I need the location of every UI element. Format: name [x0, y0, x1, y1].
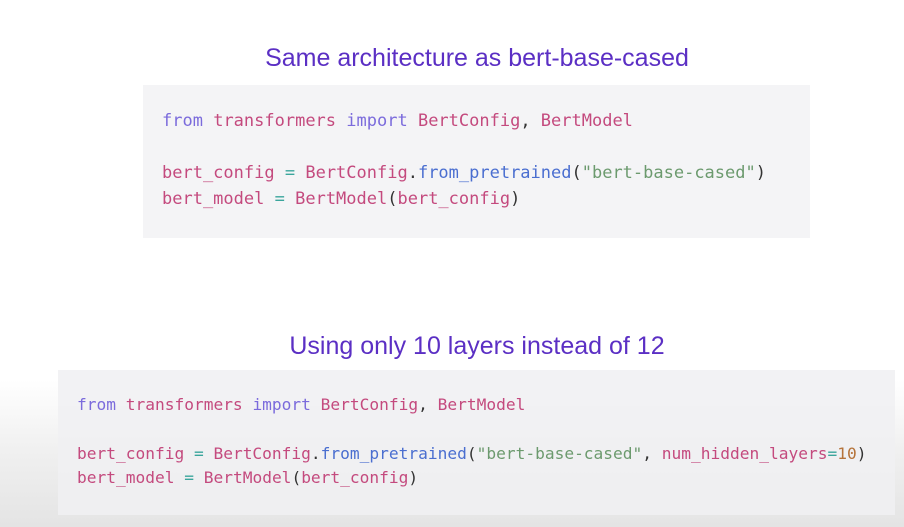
- code-token: bert_config: [77, 444, 185, 463]
- code-token: BertConfig: [417, 111, 521, 131]
- code-token: BertModel: [203, 468, 292, 487]
- code-token: [264, 189, 274, 209]
- code-token: from: [77, 395, 116, 414]
- code-token: (: [387, 189, 398, 209]
- section-title: Using only 10 layers instead of 12: [289, 332, 665, 360]
- code-token: "bert-base-cased": [476, 444, 643, 463]
- code-token: [204, 444, 214, 463]
- code-token: BertModel: [295, 189, 388, 209]
- code-token: =: [827, 444, 838, 463]
- code-token: =: [284, 163, 296, 183]
- code-token: [408, 111, 418, 131]
- code-token: (: [466, 444, 477, 463]
- code-line: from transformers import BertConfig, Ber…: [77, 395, 525, 414]
- code-token: ): [856, 444, 867, 463]
- code-token: transformers: [213, 111, 337, 131]
- code-token: [311, 395, 321, 414]
- code-token: bert_config: [301, 468, 409, 487]
- code-block: from transformers import BertConfig, Ber…: [58, 370, 895, 515]
- code-token: (: [571, 163, 582, 183]
- code-token: .: [310, 444, 321, 463]
- code-token: [194, 468, 204, 487]
- code-token: [295, 163, 305, 183]
- code-token: =: [184, 468, 194, 487]
- code-token: 10: [837, 444, 857, 463]
- code-block: from transformers import BertConfig, Ber…: [143, 85, 810, 238]
- code-token: .: [407, 163, 418, 183]
- code-token: BertConfig: [320, 395, 419, 414]
- code-token: [174, 468, 184, 487]
- code-token: BertConfig: [305, 163, 408, 183]
- code-token: [116, 395, 126, 414]
- code-line: bert_config = BertConfig.from_pretrained…: [77, 444, 866, 463]
- code-token: import: [252, 395, 311, 414]
- code-token: ,: [642, 444, 662, 463]
- code-token: BertModel: [540, 111, 633, 131]
- code-line: bert_model = BertModel(bert_config): [162, 189, 520, 209]
- code-token: bert_config: [397, 189, 511, 209]
- code-line: bert_model = BertModel(bert_config): [77, 468, 418, 487]
- code-token: "bert-base-cased": [581, 163, 756, 183]
- code-token: [243, 395, 253, 414]
- code-token: ): [408, 468, 419, 487]
- code-token: BertConfig: [213, 444, 311, 463]
- code-token: bert_model: [162, 189, 265, 209]
- code-token: [203, 111, 213, 131]
- section-title: Same architecture as bert-base-cased: [265, 44, 689, 72]
- code-token: [336, 111, 346, 131]
- code-token: ,: [418, 395, 438, 414]
- code-token: from_pretrained: [320, 444, 467, 463]
- code-token: [275, 163, 285, 183]
- code-line: bert_config = BertConfig.from_pretrained…: [162, 163, 766, 183]
- code-line: from transformers import BertConfig, Ber…: [162, 111, 633, 131]
- code-token: transformers: [125, 395, 243, 414]
- code-token: [285, 189, 295, 209]
- code-token: from_pretrained: [417, 163, 572, 183]
- code-token: =: [193, 444, 204, 463]
- code-token: from: [162, 111, 203, 131]
- code-token: ): [755, 163, 766, 183]
- code-token: ): [510, 189, 521, 209]
- code-token: =: [274, 189, 285, 209]
- code-token: import: [346, 111, 408, 131]
- code-token: [184, 444, 194, 463]
- code-token: ,: [520, 111, 541, 131]
- code-token: BertModel: [437, 395, 526, 414]
- code-token: bert_model: [77, 468, 175, 487]
- code-token: bert_config: [162, 163, 275, 183]
- code-token: (: [291, 468, 302, 487]
- code-token: num_hidden_layers: [661, 444, 828, 463]
